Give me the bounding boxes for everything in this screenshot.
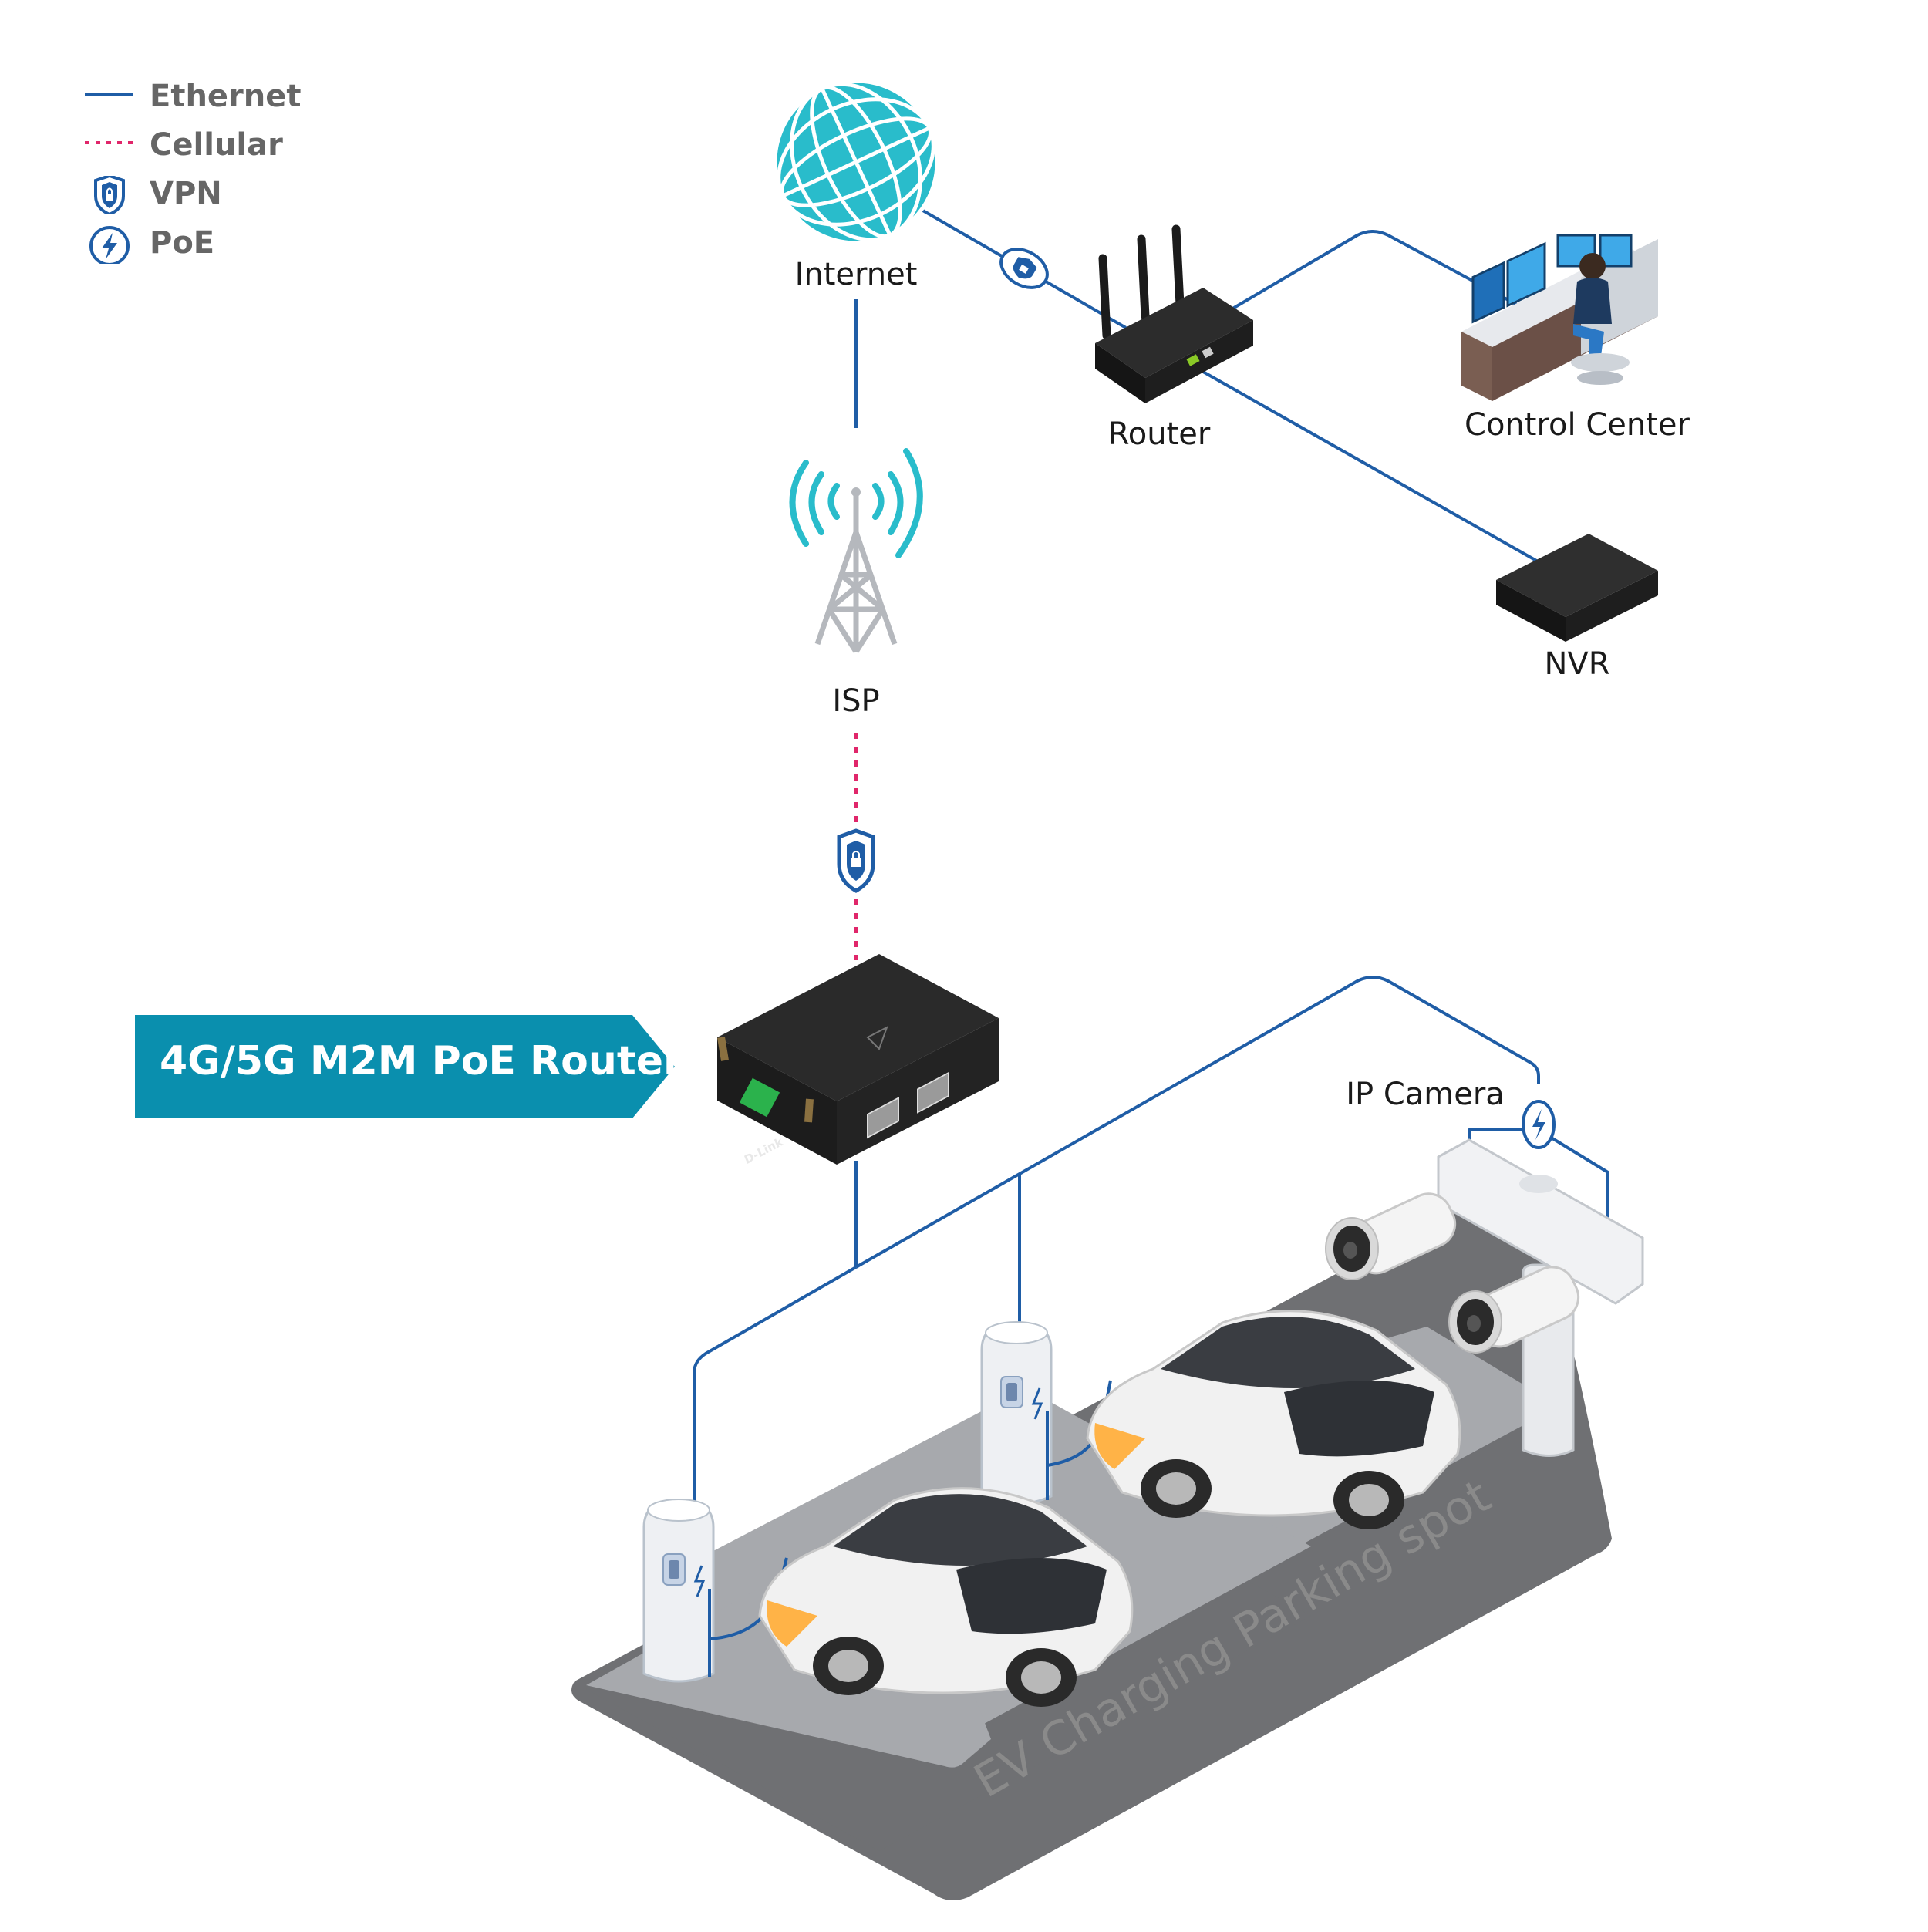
m2m-router-banner-shape	[135, 1015, 675, 1118]
ev-charger-1-icon	[642, 1498, 715, 1683]
legend-item-cellular: Cellular	[85, 127, 393, 166]
link-router-nvr	[1202, 370, 1551, 570]
internet-globe-icon	[773, 79, 939, 245]
internet-label: Internet	[794, 257, 918, 292]
legend-label-poe: PoE	[150, 225, 215, 261]
legend-label-ethernet: Ethernet	[150, 79, 302, 114]
control-center-label: Control Center	[1465, 407, 1690, 443]
ethernet-line-icon	[85, 93, 133, 96]
vpn-shield-icon	[837, 828, 875, 893]
legend-item-ethernet: Ethernet	[85, 79, 393, 117]
router-label: Router	[1107, 416, 1211, 452]
poe-bolt-icon	[89, 226, 130, 264]
legend-label-vpn: VPN	[150, 176, 222, 211]
nvr-icon	[1496, 534, 1658, 642]
nvr-label: NVR	[1544, 646, 1610, 682]
isp-tower-icon	[789, 448, 923, 653]
cellular-line-icon	[85, 141, 133, 144]
poe-bolt-icon	[1522, 1100, 1556, 1149]
m2m-router-banner-label: 4G/5G M2M PoE Router	[160, 1038, 683, 1084]
link-trunk-camera	[855, 976, 1540, 1269]
vpn-shield-icon	[999, 248, 1049, 289]
router-icon	[1095, 224, 1253, 403]
legend-item-vpn: VPN	[85, 176, 393, 214]
device-brand-label: D-Link	[743, 1135, 786, 1168]
ip-camera-label: IP Camera	[1346, 1077, 1505, 1112]
isp-label: ISP	[832, 683, 880, 719]
link-router-control-center	[1229, 230, 1528, 312]
ev-charger-2-icon	[980, 1320, 1053, 1505]
legend-label-cellular: Cellular	[150, 127, 283, 163]
link-trunk-charger-1	[693, 1266, 857, 1523]
m2m-poe-router-icon: D-Link	[717, 954, 999, 1167]
legend-item-poe: PoE	[85, 225, 393, 264]
m2m-router-banner: 4G/5G M2M PoE Router	[135, 1015, 683, 1118]
control-center-icon	[1461, 234, 1658, 401]
vpn-shield-icon	[94, 176, 125, 214]
